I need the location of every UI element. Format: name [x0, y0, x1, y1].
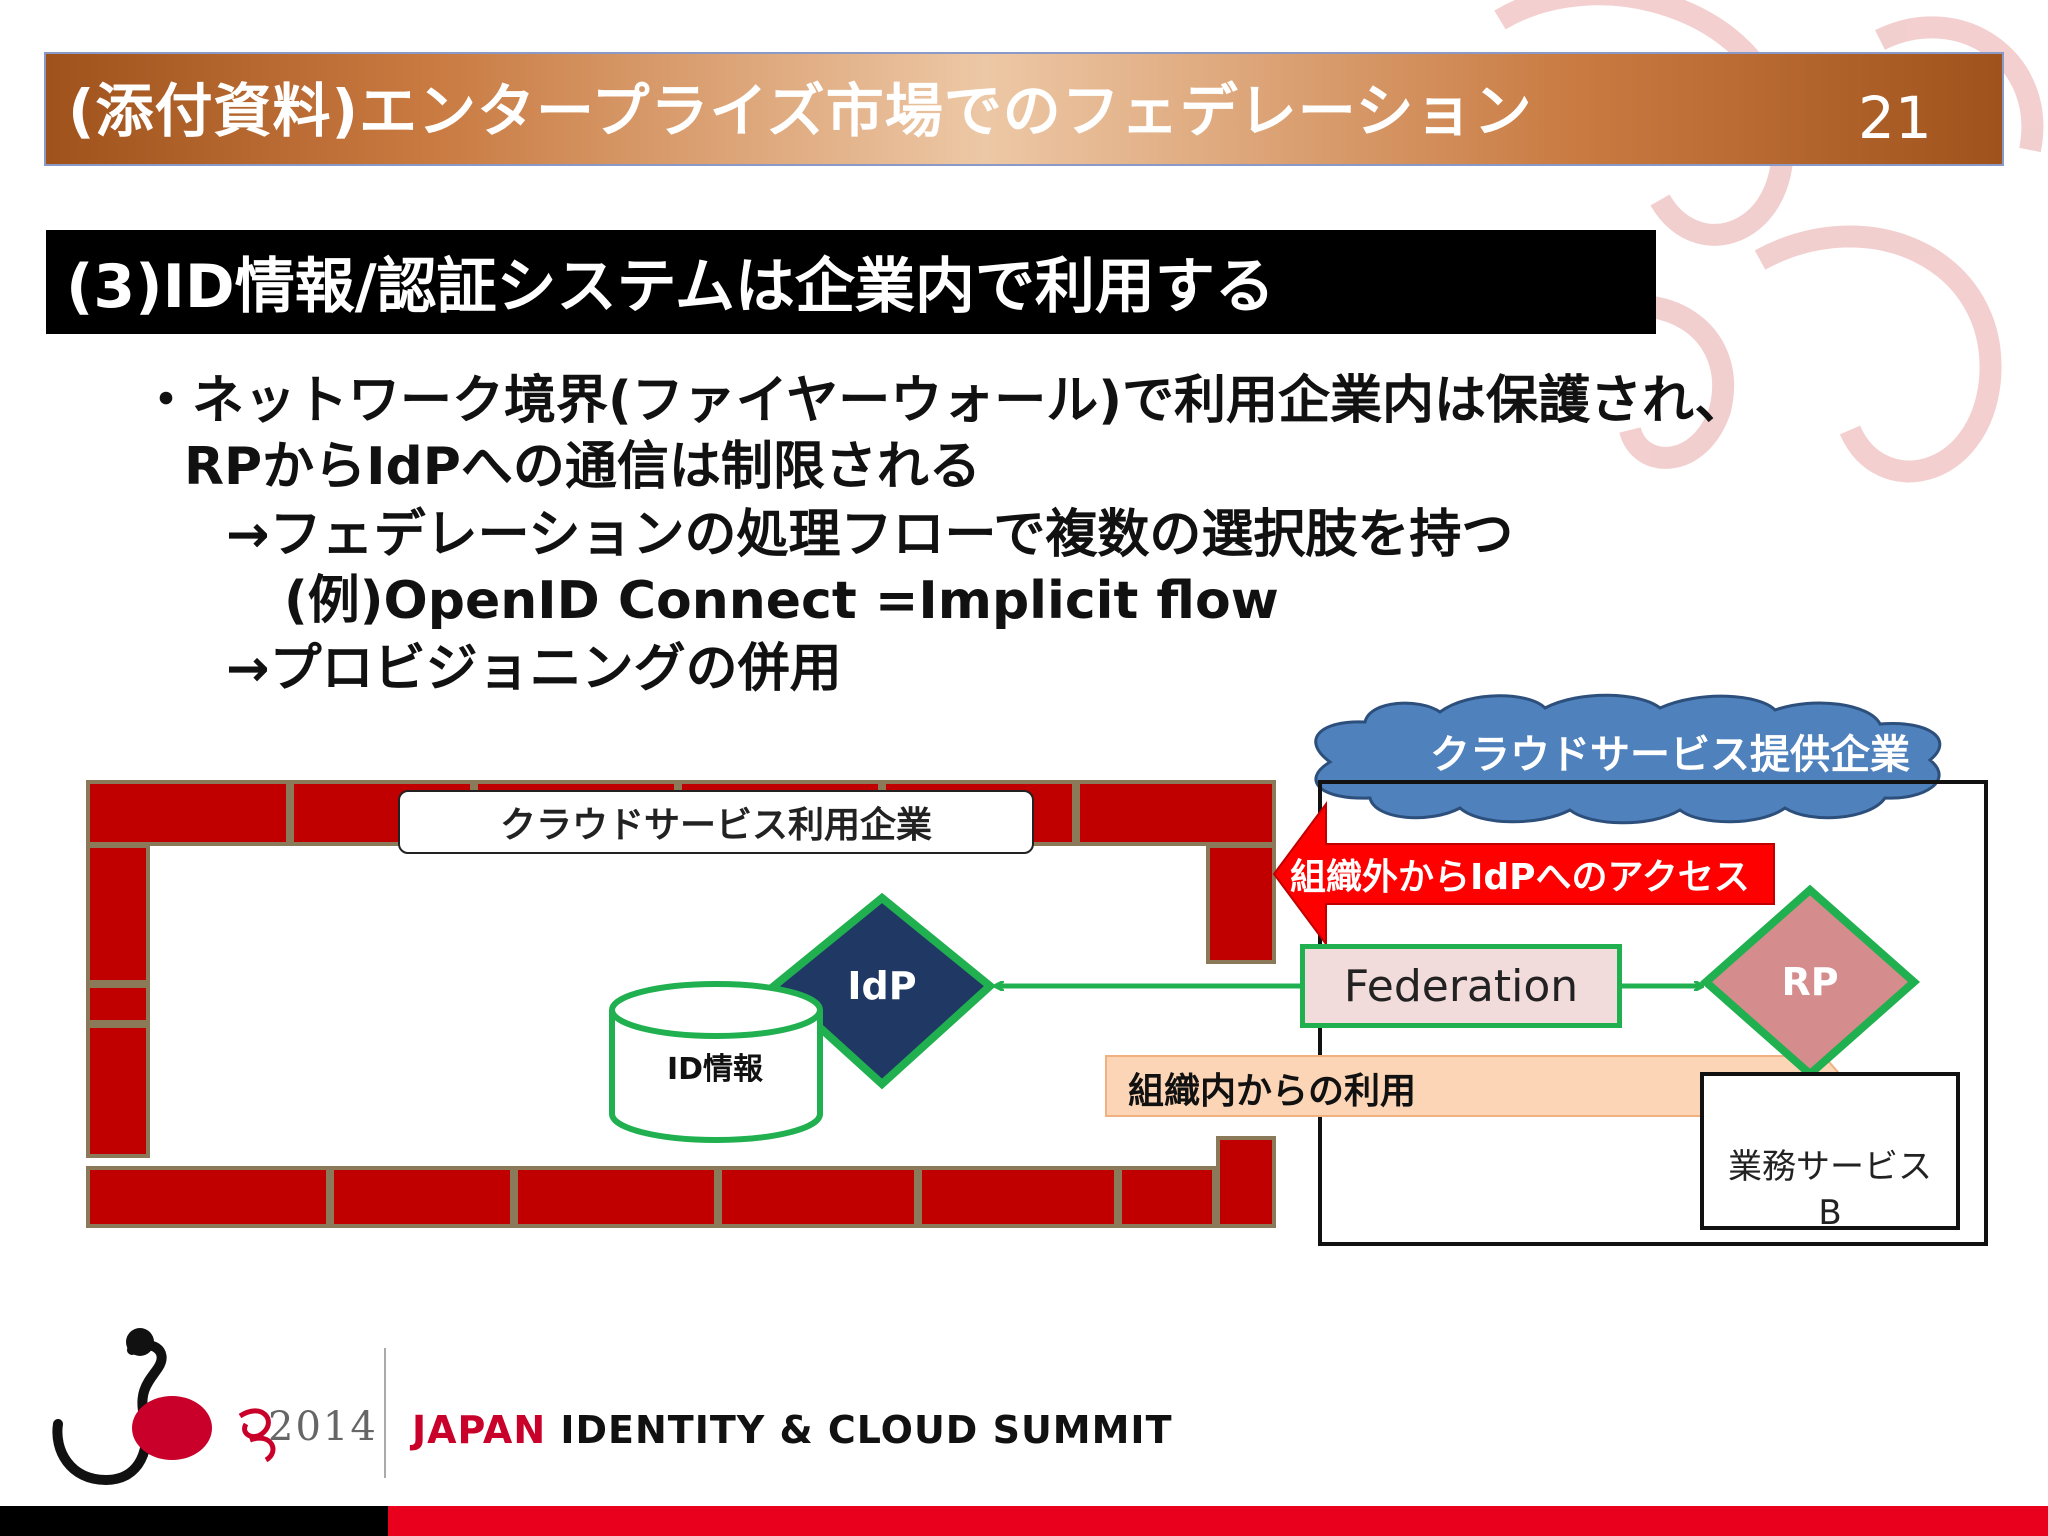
slide-title: (添付資料)エンタープライズ市場でのフェデレーション	[68, 77, 1533, 145]
business-service-label: 業務サービス B	[1706, 1144, 1954, 1236]
provider-label: クラウドサービス提供企業	[1430, 732, 1910, 778]
title-bar	[44, 52, 2004, 166]
page-number: 21	[1858, 84, 1932, 152]
summit-name-rest: IDENTITY & CLOUD SUMMIT	[560, 1408, 1173, 1452]
id-store-label: ID情報	[666, 1052, 764, 1087]
federation-box: Federation	[1300, 944, 1622, 1028]
enterprise-label: クラウドサービス利用企業	[398, 790, 1034, 854]
heading-bar	[46, 230, 1656, 334]
body-line-2: RPからIdPへの通信は制限される	[184, 437, 981, 497]
external-access-arrow	[1272, 800, 1775, 948]
provider-cloud	[1314, 693, 1942, 825]
logo-divider	[384, 1348, 386, 1478]
footer-bar-black	[0, 1506, 388, 1536]
logo-ics-text: ICS	[142, 1410, 198, 1445]
summit-name: JAPAN IDENTITY & CLOUD SUMMIT	[412, 1408, 1173, 1452]
internal-use-label: 組織内からの利用	[1128, 1071, 1417, 1112]
business-service-box	[1700, 1072, 1960, 1230]
business-service-line1: 業務サービス	[1728, 1147, 1932, 1187]
jics-logo-mark	[52, 1328, 276, 1486]
rp-label: RP	[1781, 960, 1839, 1004]
external-access-label: 組織外からIdPへのアクセス	[1290, 857, 1750, 898]
body-line-4: (例)OpenID Connect =Implicit flow	[284, 571, 1279, 631]
summit-name-japan: JAPAN	[412, 1408, 547, 1452]
business-service-line2: B	[1818, 1193, 1842, 1233]
footer-bar-red	[388, 1506, 2048, 1536]
body-line-1: ・ネットワーク境界(ファイヤーウォール)で利用企業内は保護され、	[140, 371, 1747, 431]
body-line-3: →フェデレーションの処理フローで複数の選択肢を持つ	[226, 505, 1514, 565]
idp-label: IdP	[847, 964, 917, 1008]
body-line-5: →プロビジョニングの併用	[226, 639, 842, 699]
id-store-cylinder	[609, 981, 823, 1143]
idp-diamond	[767, 892, 997, 1090]
section-heading: (3)ID情報/認証システムは企業内で利用する	[66, 252, 1275, 322]
logo-year: 2014	[268, 1404, 378, 1450]
